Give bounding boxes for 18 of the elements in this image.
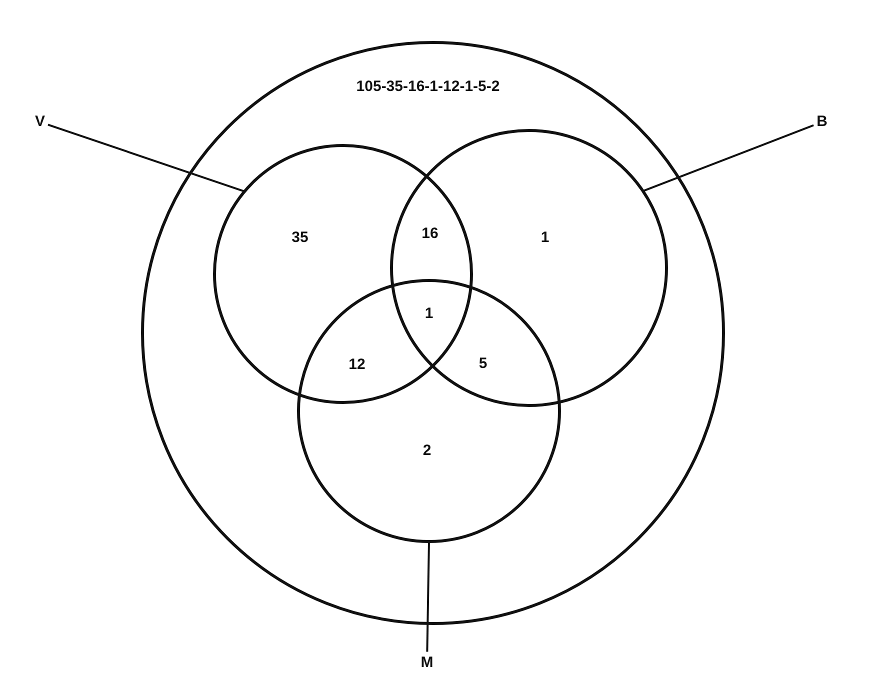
region-count: 2 xyxy=(422,442,432,460)
set-circle xyxy=(213,144,473,404)
leader-line xyxy=(642,124,814,192)
region-count: 1 xyxy=(424,306,434,322)
set-label: V xyxy=(35,114,45,130)
set-circle xyxy=(297,279,561,543)
set-label: M xyxy=(420,654,434,672)
count-sequence-text: 105-35-16-1-12-1-5-2 xyxy=(356,78,500,96)
region-count: 1 xyxy=(540,230,550,246)
region-count: 5 xyxy=(478,356,488,372)
set-label: B xyxy=(816,114,828,130)
leader-line xyxy=(48,124,245,192)
set-circle xyxy=(390,129,668,407)
region-count: 35 xyxy=(292,230,308,246)
universal-set-circle xyxy=(141,41,725,625)
region-count: 12 xyxy=(348,356,366,374)
leader-line xyxy=(426,541,430,652)
region-count: 16 xyxy=(422,226,438,242)
